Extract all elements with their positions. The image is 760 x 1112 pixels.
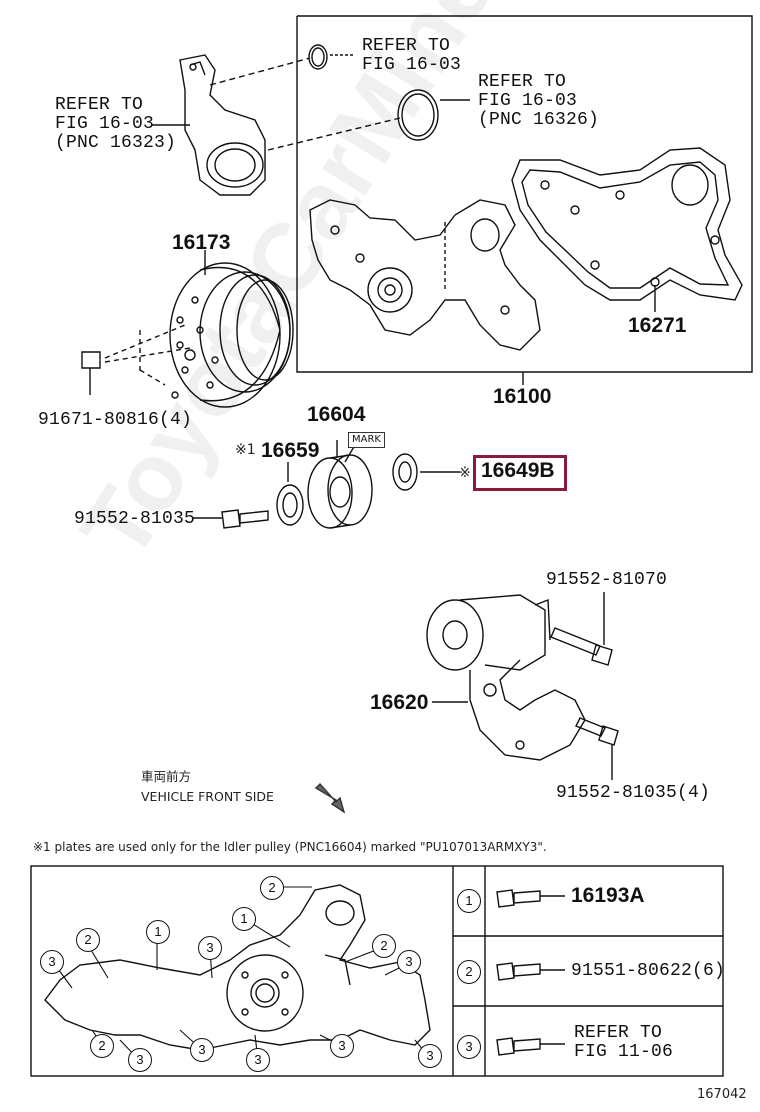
front-direction-jp: 車両前方: [141, 769, 192, 784]
callout-number: 2: [90, 1034, 114, 1058]
part-number-91552-81035-4[interactable]: 91552-81035(4): [556, 783, 711, 803]
part-number-16649b[interactable]: 16649B: [481, 459, 555, 482]
idler-pulley: [307, 454, 373, 529]
callout-number: 3: [190, 1038, 214, 1062]
callout-number: 3: [128, 1048, 152, 1072]
part-number-91552-81070[interactable]: 91552-81070: [546, 570, 668, 590]
bolt-91552-81035: [221, 509, 269, 529]
note-marker-1: ※1: [235, 442, 256, 458]
legend-part-16193a[interactable]: 16193A: [571, 884, 645, 907]
mark-tag: MARK: [348, 432, 385, 448]
assembly-bracket: [296, 15, 753, 373]
water-pump-gasket: [511, 147, 743, 301]
refer-label-3-line3: (PNC 16323): [55, 133, 177, 153]
callout-number: 2: [372, 934, 396, 958]
note-marker-2: ※: [459, 465, 471, 481]
part-number-16100[interactable]: 16100: [493, 385, 552, 408]
idler-plate-left: [276, 484, 304, 526]
refer-label-2-line3: (PNC 16326): [478, 110, 600, 130]
part-number-16659[interactable]: 16659: [261, 439, 320, 462]
front-direction-arrow: [314, 782, 346, 814]
refer-label-2-line1: REFER TO: [478, 72, 567, 92]
callout-number: 2: [76, 928, 100, 952]
figure-number: 167042: [697, 1087, 747, 1102]
front-direction-en: VEHICLE FRONT SIDE: [141, 789, 274, 804]
water-pump-pulley: [169, 262, 294, 408]
bolt-91671: [81, 351, 101, 395]
callout-number: 3: [397, 950, 421, 974]
bolt-91552-81070: [550, 627, 613, 666]
o-ring-small: [308, 44, 328, 70]
callout-number: 3: [40, 950, 64, 974]
highlighted-part-box: [473, 455, 567, 491]
refer-label-1-line1: REFER TO: [362, 36, 451, 56]
part-number-91671-80816[interactable]: 91671-80816(4): [38, 410, 193, 430]
legend-bolt-1: [496, 889, 541, 908]
callout-number: 3: [246, 1048, 270, 1072]
legend-bolt-3: [496, 1037, 541, 1056]
legend-refer-line2: FIG 11-06: [574, 1042, 674, 1062]
legend-bolt-2: [496, 962, 541, 981]
part-number-16271[interactable]: 16271: [628, 314, 687, 337]
water-pump-body: [309, 199, 541, 351]
refer-label-3-line1: REFER TO: [55, 95, 144, 115]
callout-number: 1: [146, 920, 170, 944]
callout-number: 3: [198, 936, 222, 960]
bolt-91552-81035-4: [575, 717, 619, 746]
belt-tensioner: [426, 594, 586, 761]
legend-number-1: 1: [457, 889, 481, 913]
o-ring-large: [397, 89, 439, 141]
legend-number-3: 3: [457, 1035, 481, 1059]
callout-number: 3: [418, 1044, 442, 1068]
callout-number: 3: [330, 1034, 354, 1058]
refer-label-3-line2: FIG 16-03: [55, 114, 155, 134]
legend-refer-line1: REFER TO: [574, 1023, 663, 1043]
refer-label-2-line2: FIG 16-03: [478, 91, 578, 111]
legend-number-2: 2: [457, 960, 481, 984]
part-number-16620[interactable]: 16620: [370, 691, 429, 714]
part-number-16173[interactable]: 16173: [172, 231, 231, 254]
part-number-16604[interactable]: 16604: [307, 403, 366, 426]
part-number-91552-81035[interactable]: 91552-81035: [74, 509, 196, 529]
legend-part-91551-80622[interactable]: 91551-80622(6): [571, 961, 726, 981]
idler-plate-right: [392, 453, 418, 491]
refer-label-1-line2: FIG 16-03: [362, 55, 462, 75]
callout-number: 2: [260, 876, 284, 900]
water-inlet-housing: [179, 54, 266, 196]
footnote: ※1 plates are used only for the Idler pu…: [33, 840, 547, 854]
detail-box: [30, 865, 724, 1077]
callout-number: 1: [232, 907, 256, 931]
